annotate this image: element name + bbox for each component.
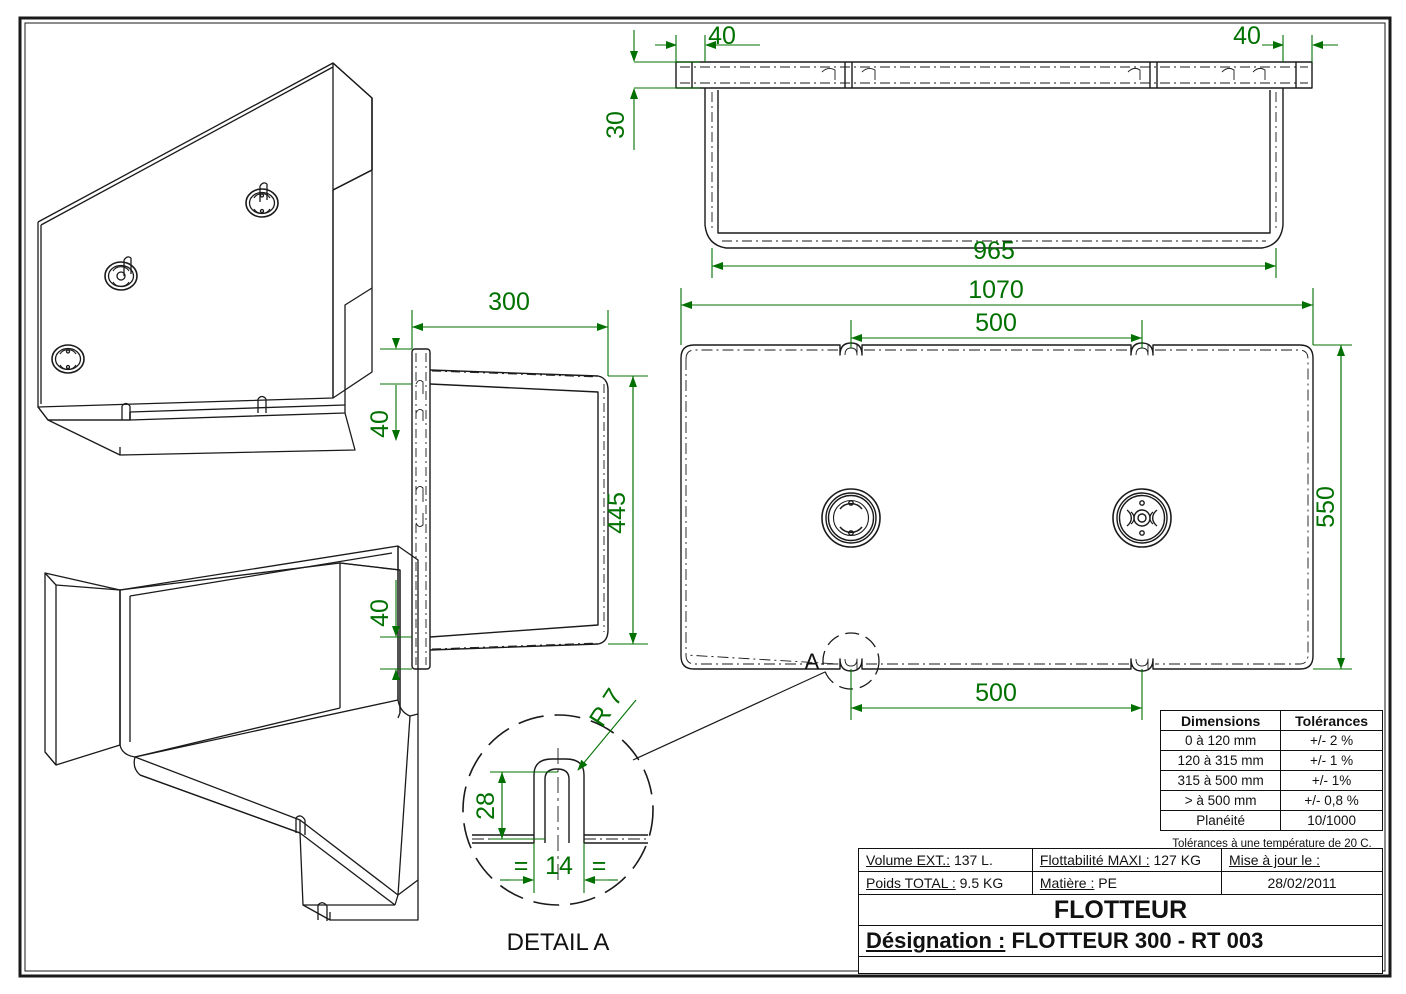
title-block-row-designation: Désignation : FLOTTEUR 300 - RT 003 <box>858 925 1383 957</box>
title-block-row-part-name: FLOTTEUR <box>858 894 1383 926</box>
boss-iso-2 <box>104 261 138 291</box>
tol-value-5: 10/1000 <box>1280 810 1383 831</box>
weight-cell: Poids TOTAL : 9.5 KG <box>858 871 1033 895</box>
section-view <box>675 61 1313 249</box>
dim-plan-notch-top: 500 <box>975 309 1017 337</box>
dim-detail-height: 28 <box>472 792 500 820</box>
tolerance-temperature-note: Tolérances à une température de 20 C. <box>1172 838 1372 850</box>
tolerance-table: Dimensions Tolérances 0 à 120 mm +/- 2 %… <box>1159 710 1383 831</box>
designation-value: FLOTTEUR 300 - RT 003 <box>1011 928 1264 953</box>
dim-section-inner-width: 965 <box>973 237 1015 265</box>
table-row: Planéité 10/1000 <box>1159 810 1383 831</box>
tol-range-5: Planéité <box>1159 810 1282 831</box>
title-block-row-2: Poids TOTAL : 9.5 KG Matière : PE 28/02/… <box>858 871 1384 895</box>
title-block-row-1: Volume EXT.: 137 L. Flottabilité MAXI : … <box>858 848 1384 872</box>
buoyancy-cell: Flottabilité MAXI : 127 KG <box>1031 848 1222 872</box>
material-label: Matière : <box>1039 875 1095 891</box>
detail-a-caption: DETAIL A <box>507 929 610 956</box>
tol-value-2: +/- 1 % <box>1280 750 1383 771</box>
material-cell: Matière : PE <box>1031 871 1222 895</box>
sheet-border <box>18 16 1392 978</box>
dim-detail-width: 14 <box>545 852 573 880</box>
designation-cell: Désignation : FLOTTEUR 300 - RT 003 <box>858 925 1383 957</box>
tol-value-3: +/- 1% <box>1280 770 1383 791</box>
tol-range-4: > à 500 mm <box>1159 790 1282 811</box>
dim-side-flange-top: 40 <box>366 410 394 438</box>
table-row: 0 à 120 mm +/- 2 % <box>1159 730 1383 751</box>
tol-range-2: 120 à 315 mm <box>1159 750 1282 771</box>
col-header-dimensions: Dimensions <box>1159 710 1282 731</box>
boss-iso-3 <box>51 344 85 374</box>
dim-side-flange-bottom: 40 <box>366 599 394 627</box>
buoyancy-label: Flottabilité MAXI : <box>1039 852 1150 868</box>
tol-value-1: +/- 2 % <box>1280 730 1383 751</box>
tol-value-4: +/- 0,8 % <box>1280 790 1383 811</box>
part-name: FLOTTEUR <box>858 894 1383 926</box>
dim-side-height: 445 <box>603 492 631 534</box>
blank-cell <box>858 956 1383 974</box>
table-row: > à 500 mm +/- 0,8 % <box>1159 790 1383 811</box>
boss-plan-1 <box>821 488 881 548</box>
isometric-view-bottom <box>44 545 419 921</box>
title-block: Volume EXT.: 137 L. Flottabilité MAXI : … <box>858 848 1384 974</box>
title-block-row-empty <box>858 956 1383 974</box>
dim-section-flange-left: 40 <box>708 22 736 50</box>
isometric-view-top <box>37 62 373 456</box>
boss-plan-2 <box>1112 488 1172 548</box>
dim-plan-width: 550 <box>1312 486 1340 528</box>
side-view <box>411 348 609 670</box>
dim-plan-notch-bottom: 500 <box>975 679 1017 707</box>
dim-section-flange-right: 40 <box>1233 22 1261 50</box>
dim-detail-sym-left: = <box>514 852 529 880</box>
volume-cell: Volume EXT.: 137 L. <box>858 848 1033 872</box>
dim-detail-radius: R 7 <box>584 684 629 732</box>
update-label-cell: Mise à jour le : <box>1220 848 1384 872</box>
col-header-tolerances: Tolérances <box>1280 710 1383 731</box>
dim-side-depth: 300 <box>488 288 530 316</box>
table-row: 120 à 315 mm +/- 1 % <box>1159 750 1383 771</box>
dim-section-height: 30 <box>602 111 630 139</box>
table-row: 315 à 500 mm +/- 1% <box>1159 770 1383 791</box>
tol-range-3: 315 à 500 mm <box>1159 770 1282 791</box>
tol-range-1: 0 à 120 mm <box>1159 730 1282 751</box>
weight-label: Poids TOTAL : <box>866 875 956 891</box>
weight-value: 9.5 KG <box>959 875 1004 891</box>
material-value: PE <box>1098 875 1117 891</box>
volume-value: 137 L. <box>953 852 993 868</box>
volume-label: Volume EXT.: <box>866 852 951 868</box>
dim-detail-sym-right: = <box>592 852 607 880</box>
detail-marker-label: A <box>805 649 820 674</box>
dim-plan-length: 1070 <box>968 276 1024 304</box>
buoyancy-value: 127 KG <box>1153 852 1201 868</box>
update-label: Mise à jour le : <box>1228 852 1320 868</box>
update-value-cell: 28/02/2011 <box>1220 871 1384 895</box>
table-header-row: Dimensions Tolérances <box>1159 710 1383 731</box>
boss-iso-1 <box>245 188 279 218</box>
designation-label: Désignation : <box>866 928 1006 953</box>
